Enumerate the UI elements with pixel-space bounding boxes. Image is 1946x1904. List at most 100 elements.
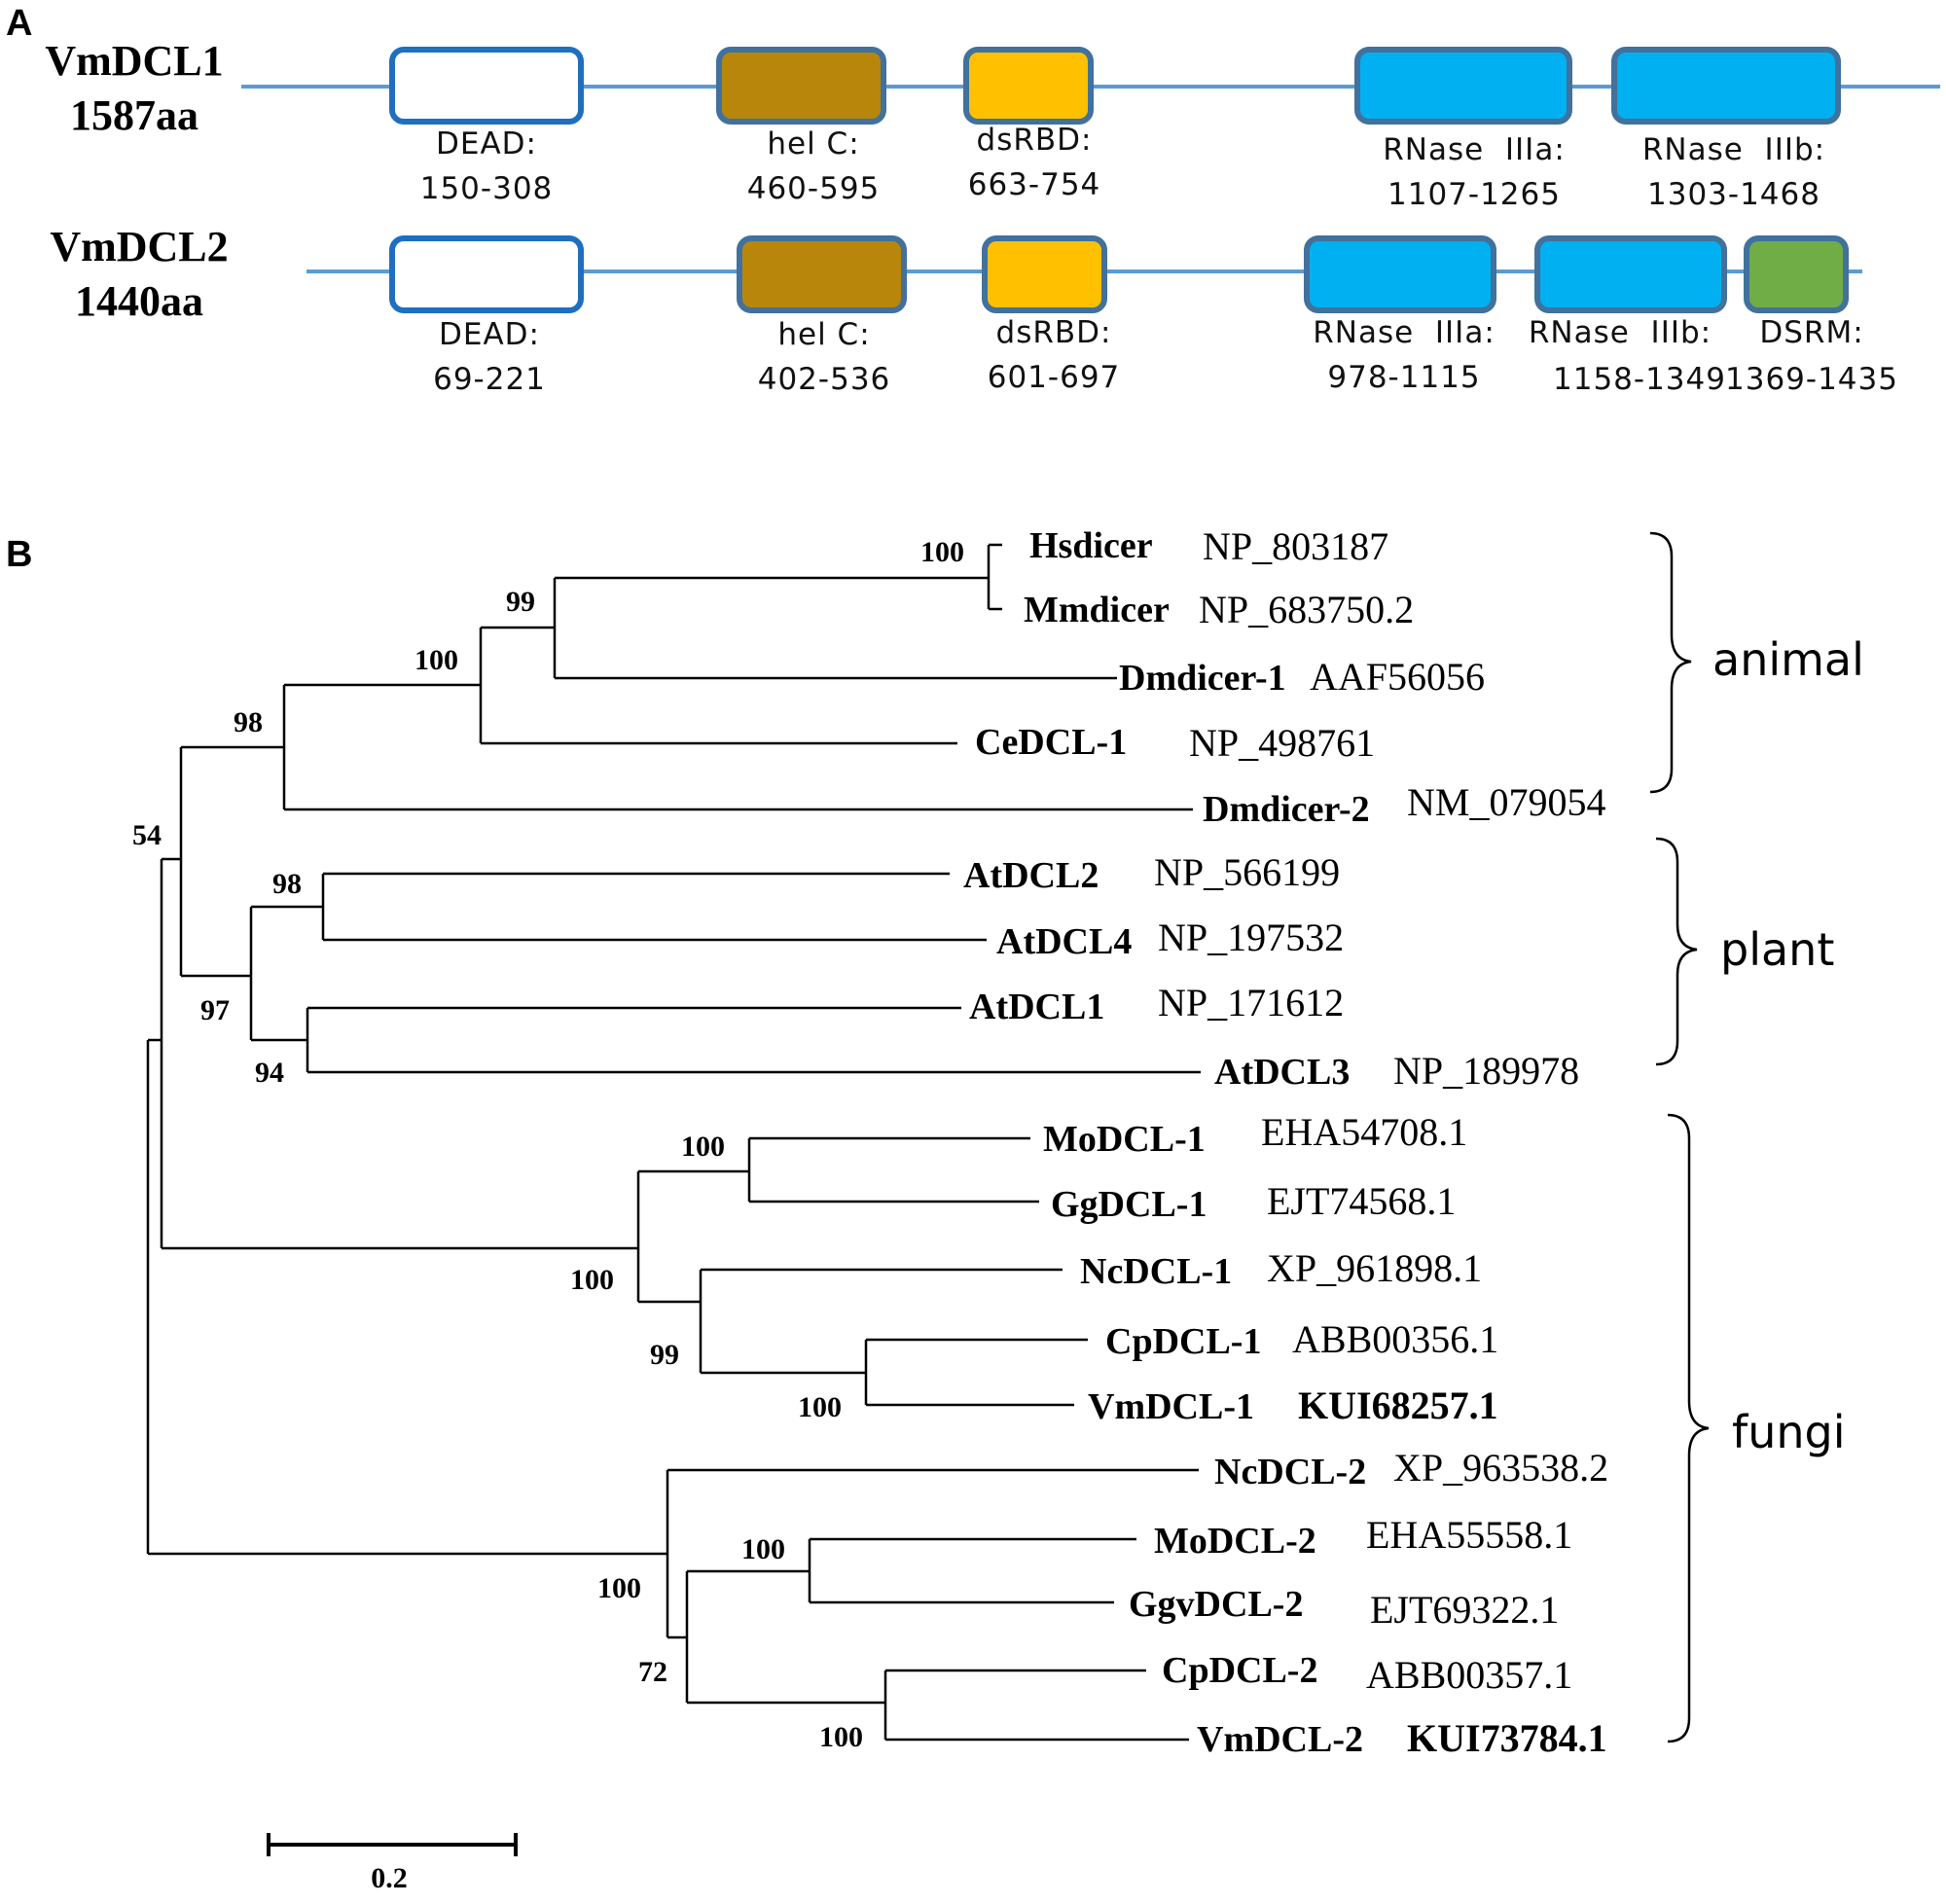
protein-length: 1587aa xyxy=(70,91,198,139)
group-bracket xyxy=(1667,1113,1710,1743)
group-bracket xyxy=(1655,837,1698,1066)
bootstrap-value: 100 xyxy=(798,1391,842,1423)
domain-range: 460-595 xyxy=(747,171,881,206)
bootstrap-value: 100 xyxy=(597,1572,641,1604)
taxon-name: Dmdicer-2 xyxy=(1203,789,1370,830)
tree-branch xyxy=(249,905,323,1040)
domain-dsrbd xyxy=(963,47,1094,125)
domain-dead xyxy=(389,235,584,313)
domain-range: 1303-1468 xyxy=(1647,177,1820,212)
domain-name: DSRM: xyxy=(1759,315,1863,350)
bootstrap-value: 99 xyxy=(650,1339,679,1371)
protein-name: VmDCL2 xyxy=(50,223,228,270)
taxon-accession: KUI73784.1 xyxy=(1407,1716,1607,1760)
tree-branch xyxy=(160,857,638,1250)
bootstrap-value: 72 xyxy=(638,1656,667,1688)
taxon-accession: ABB00357.1 xyxy=(1366,1653,1572,1697)
taxon-accession: AAF56056 xyxy=(1310,655,1485,699)
domain-range: 1369-1435 xyxy=(1725,362,1898,397)
domain-name: DEAD: xyxy=(439,317,540,352)
taxon-accession: NP_566199 xyxy=(1154,850,1340,894)
taxon-accession: ABB00356.1 xyxy=(1292,1317,1498,1361)
taxon-name: CpDCL-1 xyxy=(1105,1321,1261,1362)
taxon-name: NcDCL-1 xyxy=(1080,1251,1232,1292)
taxon-accession: EJT74568.1 xyxy=(1267,1179,1456,1223)
taxon-name: MoDCL-2 xyxy=(1154,1521,1316,1562)
taxon-accession: EHA54708.1 xyxy=(1261,1110,1467,1154)
group-bracket xyxy=(1649,531,1692,794)
taxon-accession: NP_171612 xyxy=(1158,981,1344,1024)
taxon-name: Mmdicer xyxy=(1024,590,1170,630)
taxon-accession: EHA55558.1 xyxy=(1366,1513,1572,1557)
domain-range: 150-308 xyxy=(420,171,554,206)
taxon-name: Hsdicer xyxy=(1029,525,1153,566)
panel-b-label: B xyxy=(6,534,32,575)
taxon-accession: NP_683750.2 xyxy=(1199,588,1414,631)
panel-a-label: A xyxy=(6,3,32,44)
taxon-name: AtDCL2 xyxy=(963,855,1099,896)
domain-range: 69-221 xyxy=(433,362,546,397)
taxon-labels: Hsdicer NP_803187 Mmdicer NP_683750.2 Dm… xyxy=(963,524,1608,1760)
bootstrap-value: 100 xyxy=(414,644,458,676)
tree-branch xyxy=(685,1569,810,1703)
bootstrap-value: 98 xyxy=(234,706,263,738)
scale-bar: 0.2 xyxy=(267,1833,518,1894)
tree-branch xyxy=(747,1136,1039,1203)
group-brackets: animal plant fungi xyxy=(1649,531,1864,1743)
phylogenetic-tree xyxy=(146,543,1201,1742)
taxon-name: AtDCL3 xyxy=(1214,1052,1350,1093)
bootstrap-value: 100 xyxy=(920,536,964,568)
domain-name: hel C: xyxy=(767,126,859,162)
taxon-name: VmDCL-1 xyxy=(1088,1386,1254,1427)
taxon-name: GgDCL-1 xyxy=(1051,1184,1207,1225)
domain-range: 663-754 xyxy=(968,167,1101,202)
domain-range: 1158-1349 xyxy=(1553,362,1726,397)
bootstrap-value: 99 xyxy=(506,586,535,618)
taxon-accession: NP_803187 xyxy=(1203,524,1388,568)
domain-range: 978-1115 xyxy=(1327,360,1480,395)
taxon-name: Dmdicer-1 xyxy=(1119,658,1286,699)
bootstrap-value: 100 xyxy=(570,1264,614,1296)
protein-length: 1440aa xyxy=(75,277,203,325)
taxon-name: NcDCL-2 xyxy=(1214,1452,1366,1492)
bootstrap-value: 100 xyxy=(741,1533,785,1565)
tree-branch xyxy=(479,626,957,745)
taxon-name: AtDCL4 xyxy=(996,921,1132,962)
bootstrap-value: 98 xyxy=(272,868,302,900)
protein-vmdcl1: VmDCL1 1587aa DEAD: 150-308 hel C: 460-5… xyxy=(45,37,1940,212)
bootstrap-value: 94 xyxy=(255,1057,284,1089)
domain-rnase-iiib xyxy=(1611,47,1841,125)
taxon-accession: XP_961898.1 xyxy=(1267,1246,1482,1290)
domain-name: hel C: xyxy=(777,317,870,352)
domain-rnase-iiia xyxy=(1304,235,1496,313)
domain-name: RNase IIIb: xyxy=(1529,315,1712,350)
taxon-accession: NM_079054 xyxy=(1407,780,1605,824)
bootstrap-value: 100 xyxy=(681,1131,725,1163)
taxon-name: MoDCL-1 xyxy=(1043,1119,1206,1160)
taxon-accession: XP_963538.2 xyxy=(1393,1446,1608,1490)
domain-name: RNase IIIb: xyxy=(1642,132,1825,167)
taxon-name: CeDCL-1 xyxy=(975,722,1127,763)
tree-branch xyxy=(146,1038,667,1556)
bootstrap-values: 100 99 100 98 54 98 97 94 100 100 99 100… xyxy=(132,536,964,1753)
protein-name: VmDCL1 xyxy=(45,37,223,85)
domain-name: dsRBD: xyxy=(977,123,1093,158)
taxon-name: GgvDCL-2 xyxy=(1129,1584,1303,1625)
domain-dsrbd xyxy=(982,235,1107,313)
domain-rnase-iiia xyxy=(1354,47,1572,125)
taxon-accession: NP_197532 xyxy=(1158,916,1344,959)
tree-branch xyxy=(321,872,987,942)
domain-name: RNase IIIa: xyxy=(1313,315,1496,350)
group-label: animal xyxy=(1712,633,1864,686)
bootstrap-value: 97 xyxy=(200,994,230,1026)
domain-helc xyxy=(737,235,907,313)
tree-branch xyxy=(636,1169,749,1302)
domain-name: DEAD: xyxy=(436,126,537,162)
domain-dsrm xyxy=(1744,235,1849,313)
taxon-name: AtDCL1 xyxy=(969,987,1104,1027)
group-label: plant xyxy=(1720,923,1834,976)
domain-range: 1107-1265 xyxy=(1387,177,1561,212)
taxon-accession: KUI68257.1 xyxy=(1298,1383,1498,1427)
bootstrap-value: 100 xyxy=(819,1721,863,1753)
